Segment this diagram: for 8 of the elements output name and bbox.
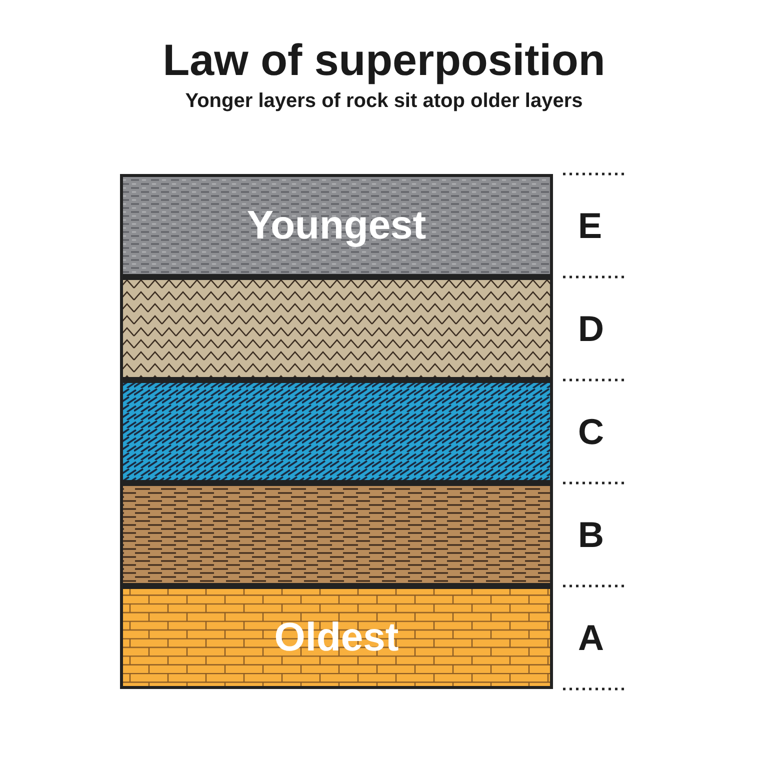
subtitle: Yonger layers of rock sit atop older layers <box>184 90 584 113</box>
layer-letter: C <box>578 410 604 452</box>
layer-letter: B <box>578 514 604 556</box>
layer-label: Youngest <box>246 203 426 248</box>
layer-letter: A <box>578 616 604 658</box>
layer-letter: D <box>578 308 604 350</box>
layer-letter: E <box>578 204 602 246</box>
title: Law of superposition <box>162 36 606 86</box>
